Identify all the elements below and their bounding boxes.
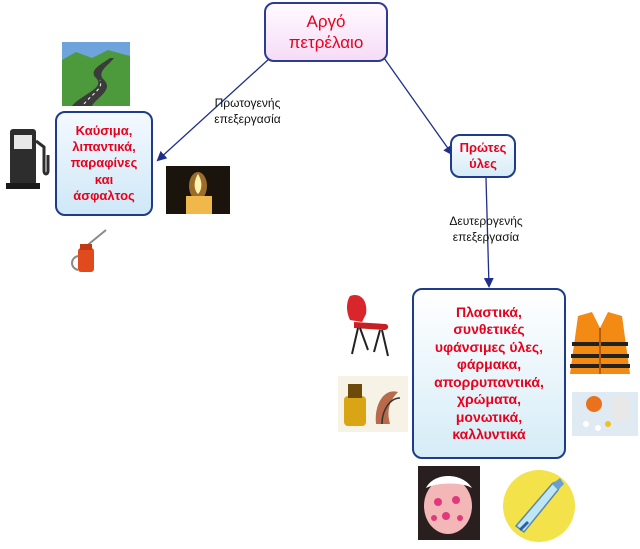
node-crude-oil: Αργό πετρέλαιο: [264, 2, 388, 62]
link-raw-products: [483, 177, 494, 288]
road-icon: [62, 42, 130, 106]
toothpaste-icon: [503, 470, 575, 542]
oil-can-icon: [71, 229, 107, 272]
pills-icon: [572, 392, 638, 436]
fuel-pump-icon: [6, 129, 50, 189]
node-raw-materials: Πρώτες ύλες: [450, 134, 516, 178]
link-label-secondary: Δευτερογενής επεξεργασία: [449, 214, 523, 245]
chair-icon: [347, 294, 389, 357]
link-root-fuels: [156, 57, 271, 162]
node-fuels: Καύσιμα, λιπαντικά, παραφίνες και άσφαλτ…: [55, 111, 153, 216]
link-label-primary: Πρωτογενής επεξεργασία: [214, 96, 281, 127]
node-products: Πλαστικά, συνθετικές υφάνσιμες ύλες, φάρ…: [412, 288, 566, 459]
candle-icon: [166, 166, 230, 214]
link-root-raw: [383, 57, 454, 156]
face-mask-icon: [418, 466, 480, 540]
life-vest-icon: [570, 312, 630, 374]
glue-bottle-icon: [338, 376, 408, 432]
